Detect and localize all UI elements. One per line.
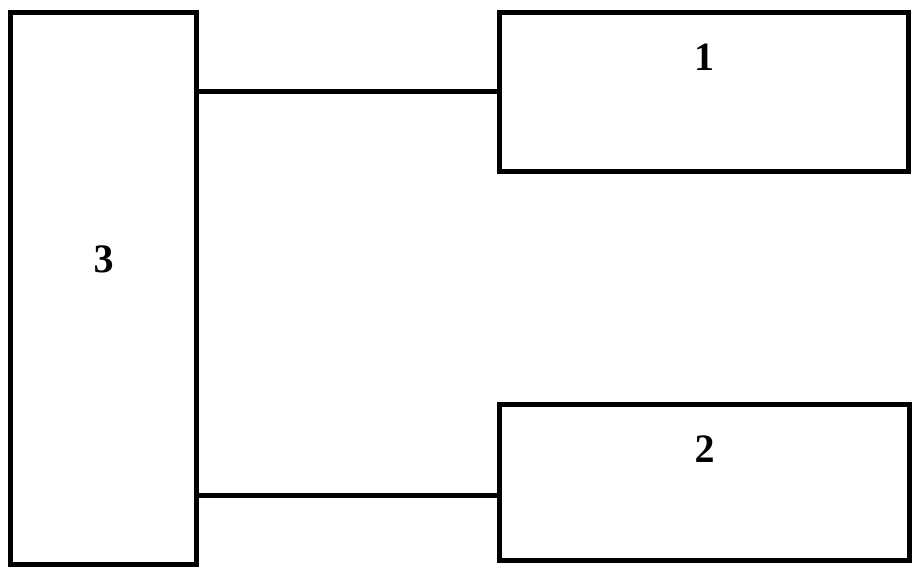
block-3: 3 — [8, 10, 199, 567]
block-1-label: 1 — [694, 34, 714, 79]
block-3-label: 3 — [93, 235, 114, 281]
block-2: 2 — [497, 402, 912, 563]
connector-line-3-to-1 — [199, 89, 497, 94]
block-1: 1 — [497, 10, 911, 174]
block-2-label: 2 — [694, 426, 715, 471]
connector-line-3-to-2 — [199, 493, 497, 498]
